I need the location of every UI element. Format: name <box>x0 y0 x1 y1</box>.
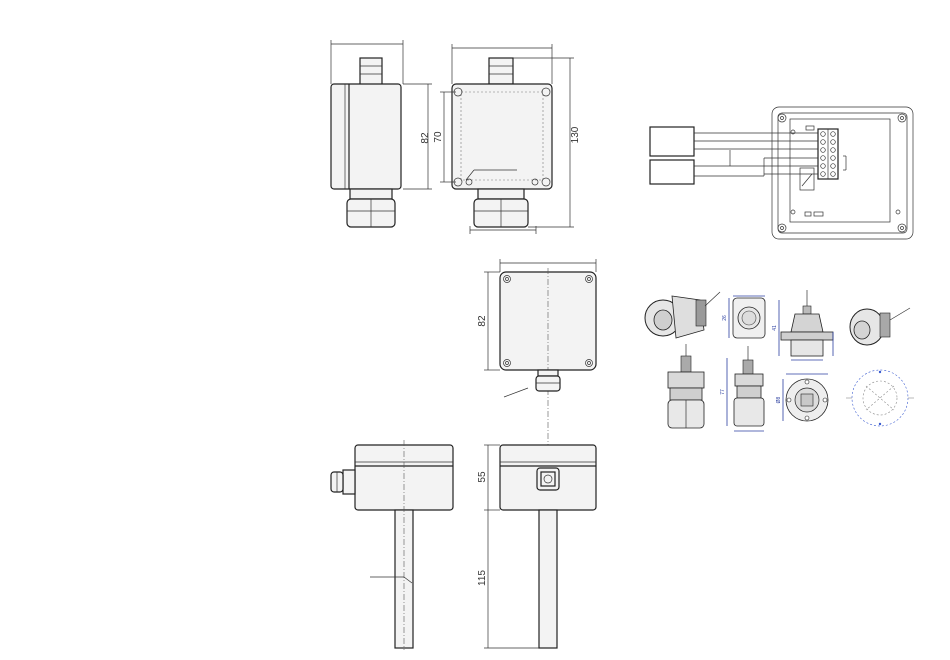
dim-41: 41 <box>772 325 778 331</box>
front-view-bottom <box>484 445 596 648</box>
dim-82-side: 82 <box>420 132 431 144</box>
wiring-diagram <box>650 107 913 239</box>
dim-130: 130 <box>570 126 581 143</box>
dim-115: 115 <box>477 570 488 586</box>
gland-side-view <box>729 296 765 338</box>
dim-70: 70 <box>433 131 444 143</box>
gland-render-1 <box>645 292 720 338</box>
gland-outline-view <box>846 370 914 426</box>
dim-77: 77 <box>720 389 726 395</box>
dim-55: 55 <box>477 471 488 483</box>
side-view-top <box>331 40 432 227</box>
front-view-top <box>440 44 574 234</box>
gland-top-view <box>783 374 828 421</box>
gland-dimension-view <box>727 346 764 431</box>
side-view-bottom <box>331 440 453 650</box>
gland-section-view <box>779 290 833 360</box>
gland-render-2 <box>850 308 910 345</box>
dim-d8: Ø8 <box>776 396 782 403</box>
dim-26: 26 <box>722 315 728 321</box>
gland-render-3 <box>668 344 704 428</box>
dim-82-front: 82 <box>477 315 488 327</box>
